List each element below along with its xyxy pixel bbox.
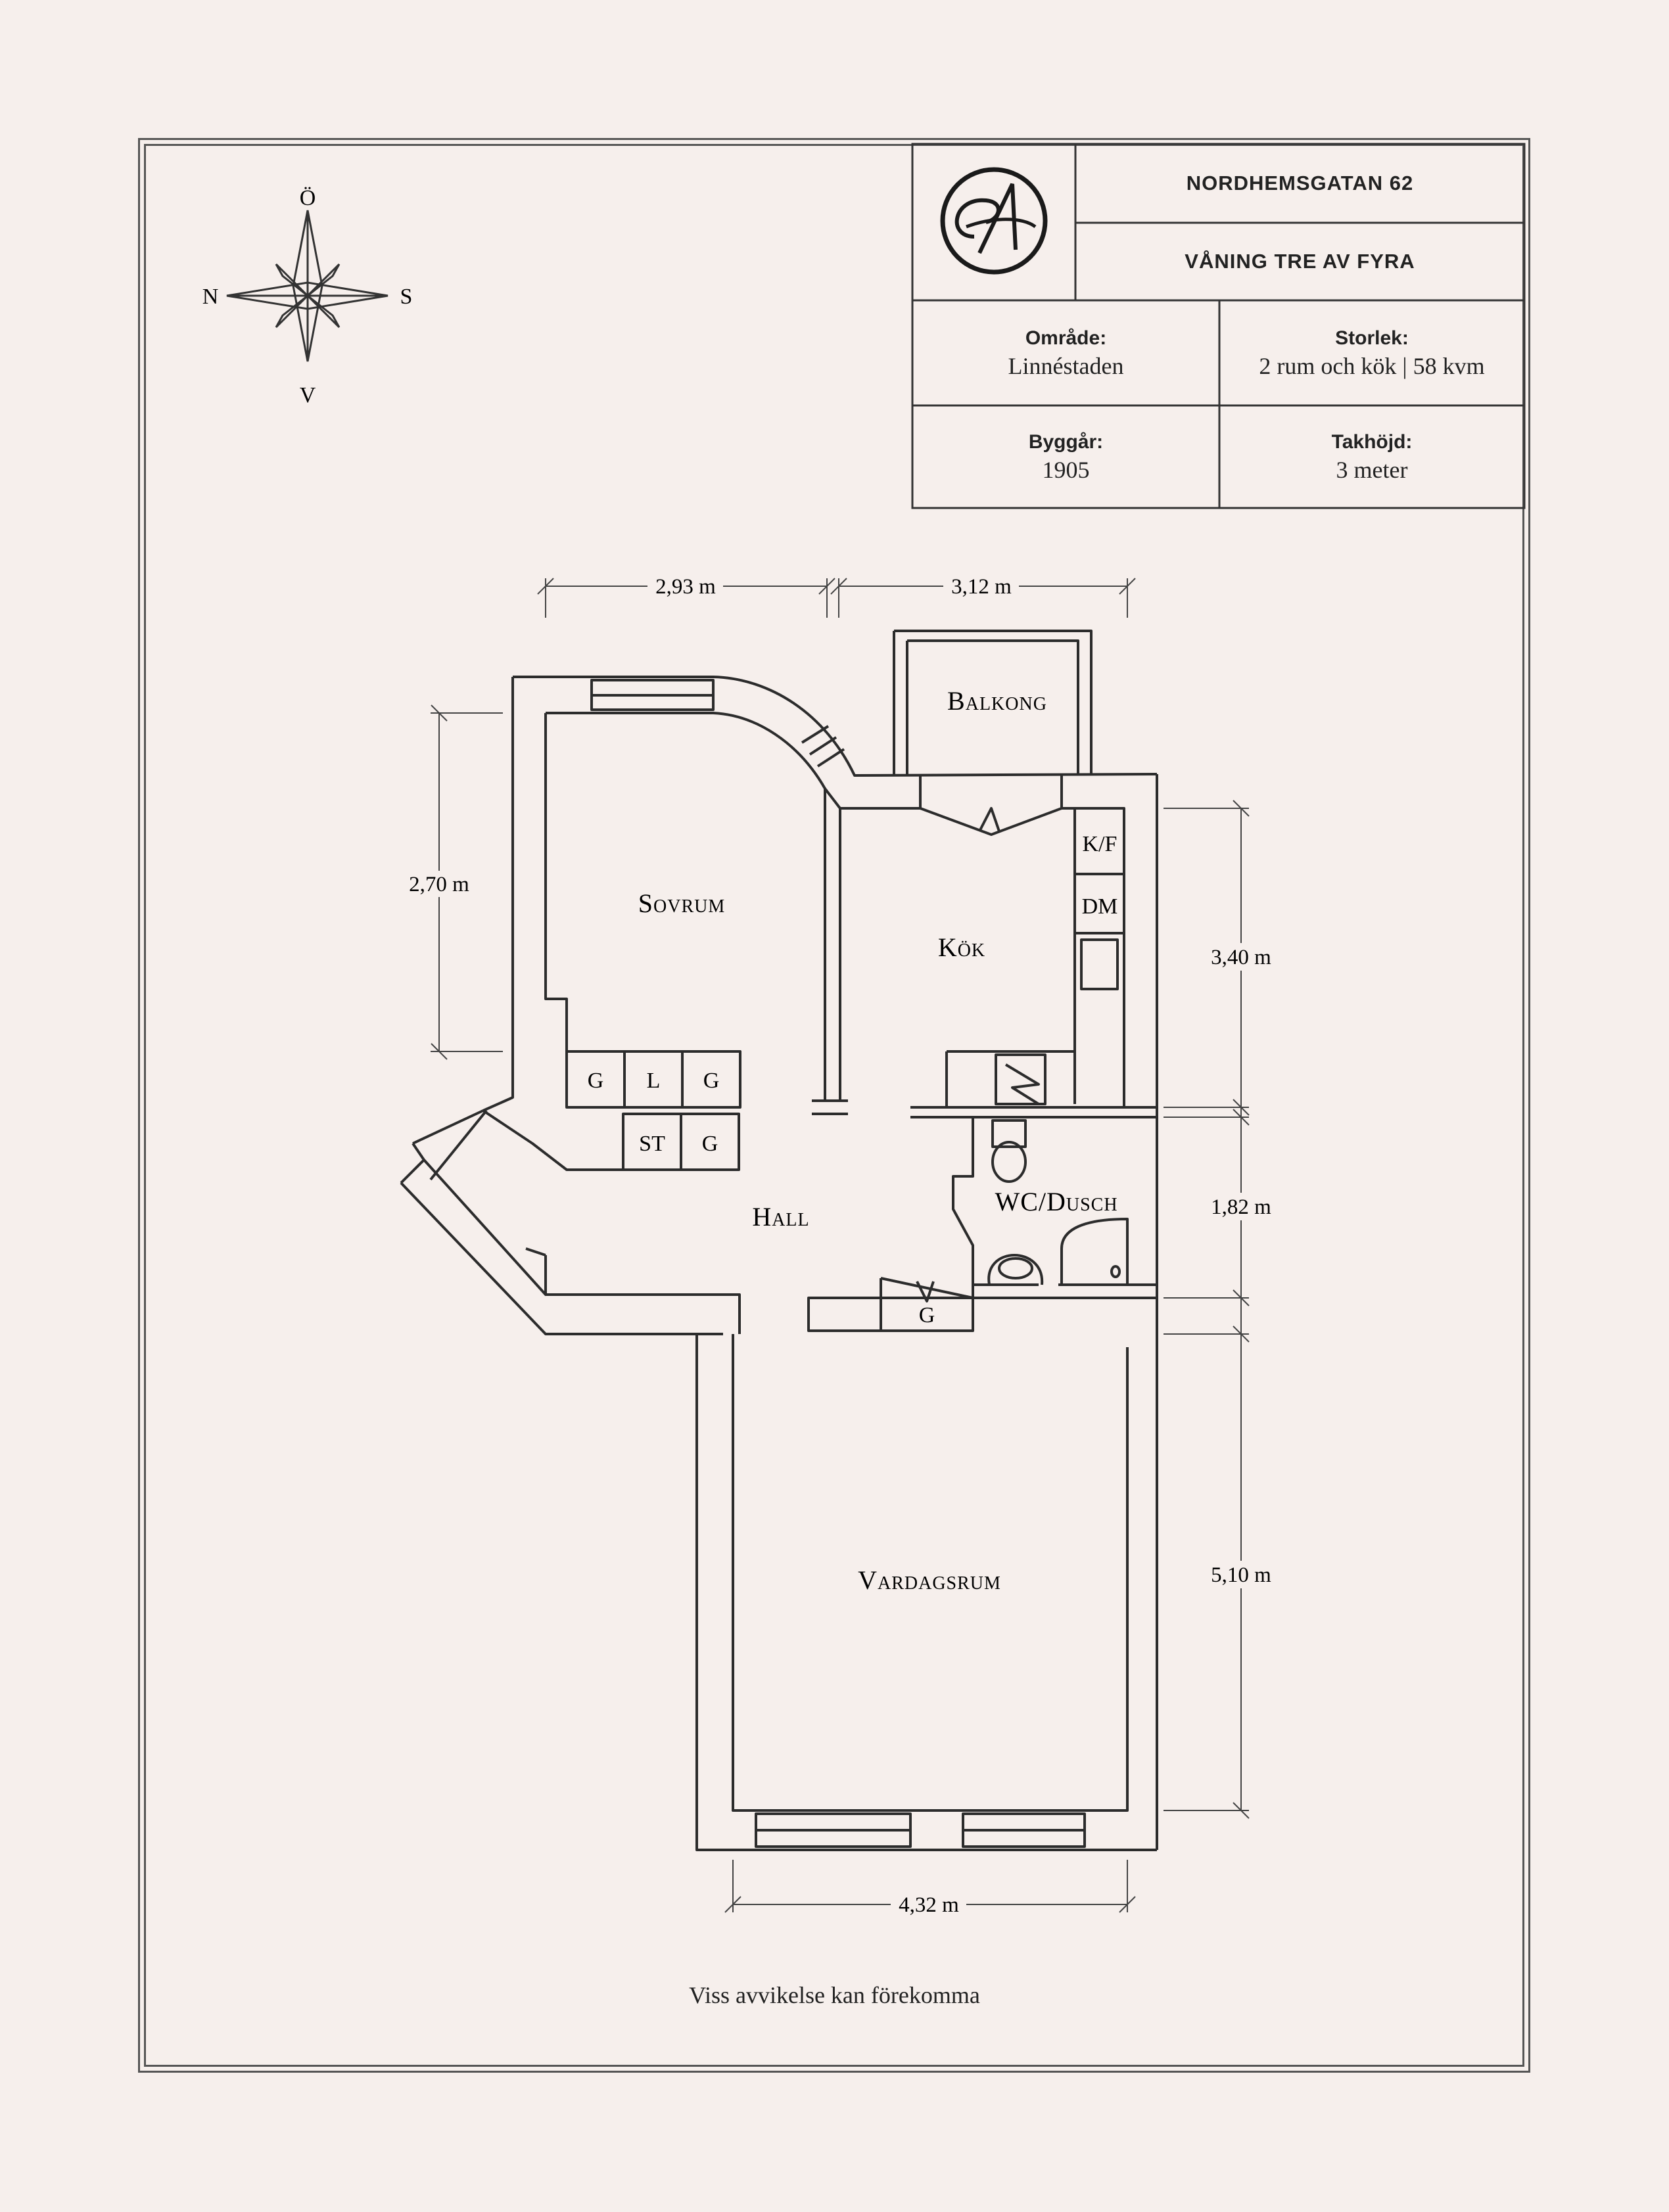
ceiling-label: Takhöjd:	[1331, 431, 1413, 453]
compass-rose-icon	[226, 210, 388, 362]
area-value: Linnéstaden	[1008, 353, 1124, 379]
ceiling-cell: Takhöjd: 3 meter	[1219, 405, 1524, 508]
address-title: NORDHEMSGATAN 62	[1186, 172, 1414, 195]
room-wc: WC/Dusch	[995, 1187, 1117, 1216]
size-cell: Storlek: 2 rum och kök | 58 kvm	[1219, 300, 1524, 405]
built-label: Byggår:	[1028, 431, 1104, 453]
area-cell: Område: Linnéstaden	[912, 300, 1219, 405]
room-hall: Hall	[752, 1202, 809, 1232]
ceiling-value: 3 meter	[1336, 457, 1408, 483]
built-cell: Byggår: 1905	[912, 405, 1219, 508]
room-balkong: Balkong	[947, 686, 1047, 716]
dim-left: 2,70 m	[409, 873, 469, 896]
outer-frame	[138, 138, 1530, 2073]
fixture-dm: DM	[1082, 894, 1118, 919]
room-kok: Kök	[938, 933, 985, 962]
dimension-label-bg	[402, 574, 1279, 1918]
area-label: Område:	[1025, 327, 1107, 349]
compass-north: N	[202, 285, 219, 309]
inner-frame	[144, 144, 1524, 2067]
dim-top-left: 2,93 m	[655, 575, 716, 599]
floor-title: VÅNING TRE AV FYRA	[1185, 250, 1415, 273]
dim-right-living: 5,10 m	[1211, 1563, 1271, 1587]
fixture-g3: G	[702, 1132, 718, 1156]
room-sovrum: Sovrum	[638, 888, 725, 918]
dim-top-right: 3,12 m	[951, 575, 1012, 599]
compass-west: V	[300, 383, 316, 407]
compass-east: Ö	[300, 186, 316, 210]
fixture-g2: G	[703, 1069, 720, 1093]
fixture-kf: K/F	[1083, 832, 1117, 856]
size-value: 2 rum och kök | 58 kvm	[1259, 353, 1485, 379]
compass-south: S	[400, 285, 413, 309]
room-vardagsrum: Vardagsrum	[858, 1565, 1001, 1595]
fixture-g4: G	[919, 1303, 935, 1327]
dim-right-kitchen: 3,40 m	[1211, 946, 1271, 969]
dim-bottom: 4,32 m	[899, 1893, 959, 1917]
walls	[400, 630, 1158, 1851]
title-block-grid	[911, 143, 1526, 509]
dim-right-wc: 1,82 m	[1211, 1195, 1271, 1219]
fixture-g1: G	[588, 1069, 604, 1093]
fixture-st: ST	[639, 1132, 665, 1156]
monogram-a-logo	[940, 167, 1048, 275]
built-value: 1905	[1042, 457, 1090, 483]
size-label: Storlek:	[1335, 327, 1409, 349]
fixture-l: L	[647, 1069, 661, 1093]
disclaimer: Viss avvikelse kan förekomma	[689, 1982, 980, 2008]
